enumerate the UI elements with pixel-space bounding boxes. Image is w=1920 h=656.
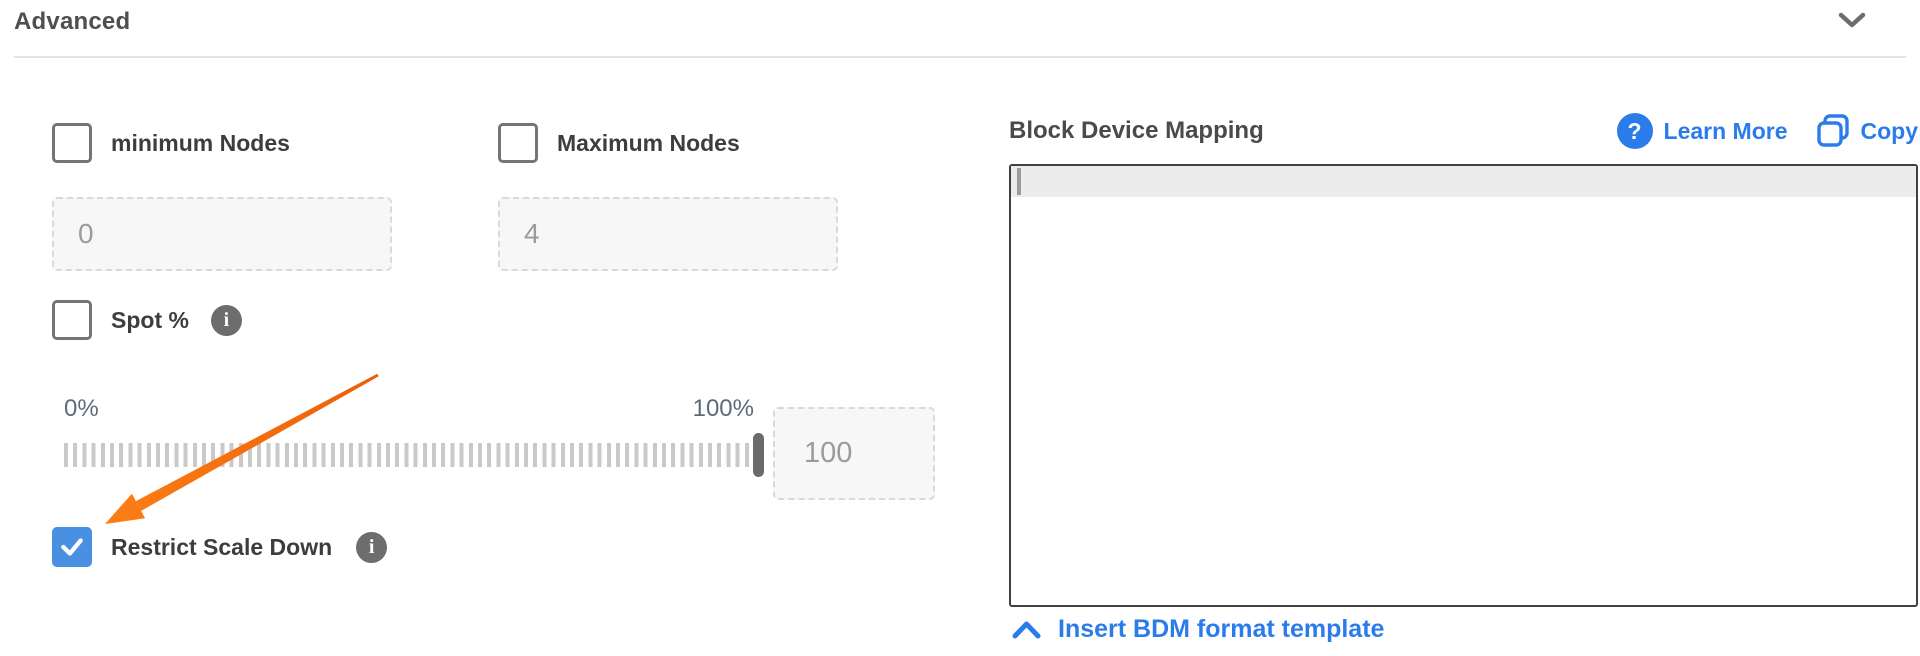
block-device-mapping-header: Block Device Mapping ? Learn More Copy [1009, 110, 1918, 152]
check-icon [61, 538, 83, 556]
copy-label: Copy [1860, 117, 1919, 144]
slider-handle[interactable] [753, 433, 764, 477]
learn-more-link[interactable]: ? Learn More [1616, 113, 1788, 149]
copy-icon [1816, 114, 1849, 147]
chevron-up-icon [1011, 619, 1042, 641]
restrict-scale-down-row: Restrict Scale Down i [52, 527, 388, 567]
chevron-down-icon [1838, 12, 1866, 28]
copy-button[interactable]: Copy [1816, 113, 1919, 149]
restrict-scale-down-checkbox[interactable] [52, 527, 92, 567]
maximum-nodes-row: Maximum Nodes [498, 123, 740, 163]
insert-bdm-template-label: Insert BDM format template [1058, 615, 1385, 643]
question-mark-icon: ? [1616, 113, 1653, 149]
minimum-nodes-label: minimum Nodes [111, 129, 290, 156]
spot-percentage-row: Spot % i [52, 300, 242, 340]
minimum-nodes-row: minimum Nodes [52, 123, 290, 163]
section-divider [14, 56, 1906, 58]
spot-percentage-checkbox[interactable] [52, 300, 92, 340]
minimum-nodes-input[interactable] [52, 197, 392, 271]
spot-percentage-slider[interactable] [64, 433, 764, 477]
block-device-mapping-title: Block Device Mapping [1009, 117, 1264, 144]
learn-more-label: Learn More [1663, 117, 1788, 144]
editor-active-line [1011, 166, 1916, 197]
maximum-nodes-label: Maximum Nodes [557, 129, 740, 156]
maximum-nodes-input[interactable] [498, 197, 838, 271]
header-actions: ? Learn More Copy [1616, 113, 1919, 149]
bdm-editor[interactable] [1009, 164, 1918, 607]
minimum-nodes-checkbox[interactable] [52, 123, 92, 163]
spot-info-icon[interactable]: i [210, 304, 242, 336]
spot-percentage-input[interactable] [773, 407, 935, 500]
insert-bdm-template-link[interactable]: Insert BDM format template [1011, 615, 1384, 644]
slider-max-label: 100% [692, 395, 754, 422]
section-title: Advanced [14, 8, 131, 35]
maximum-nodes-checkbox[interactable] [498, 123, 538, 163]
slider-min-label: 0% [64, 395, 99, 422]
restrict-scale-down-info-icon[interactable]: i [356, 531, 388, 563]
restrict-scale-down-label: Restrict Scale Down [111, 533, 333, 560]
annotation-arrow-icon [105, 373, 379, 524]
spot-percentage-label: Spot % [111, 306, 189, 333]
editor-cursor [1017, 168, 1021, 195]
slider-labels: 0% 100% [64, 395, 754, 423]
collapse-section-button[interactable] [1838, 12, 1866, 35]
